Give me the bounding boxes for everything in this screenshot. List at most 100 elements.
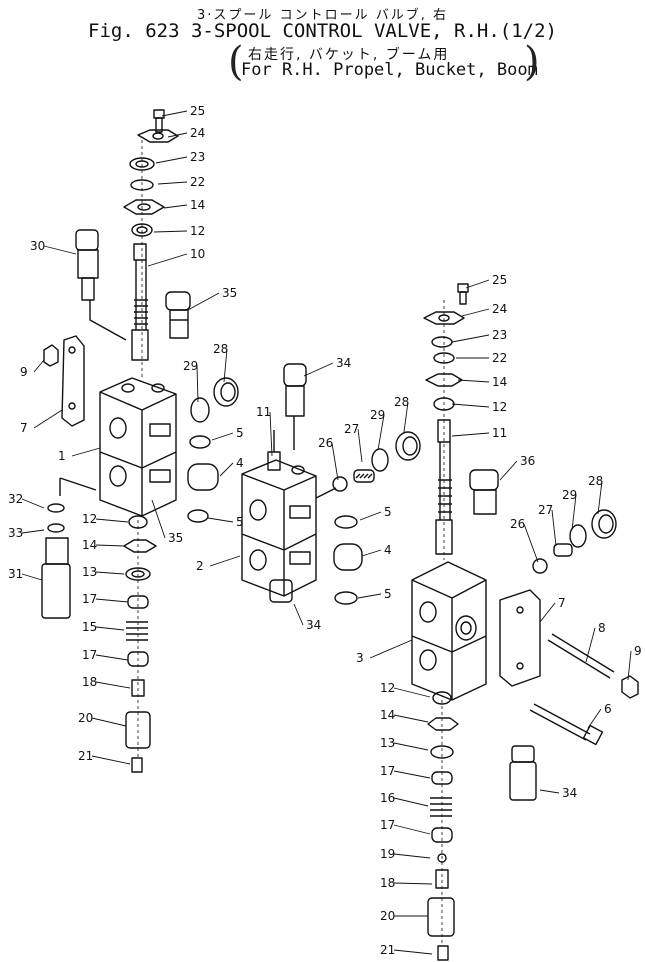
valve-body-2 xyxy=(241,459,317,597)
leader-line xyxy=(499,460,518,481)
part-callout-18: 18 xyxy=(82,675,97,689)
leader-line xyxy=(377,414,385,451)
part-callout-12: 12 xyxy=(380,681,395,695)
part-callout-7: 7 xyxy=(20,421,28,435)
part-callout-26: 26 xyxy=(510,517,525,531)
subtitle-english: For R.H. Propel, Bucket, Boom xyxy=(241,60,538,80)
part-callout-9: 9 xyxy=(20,365,28,379)
part-callout-5: 5 xyxy=(384,587,392,601)
part-callout-21: 21 xyxy=(78,749,93,763)
part-callout-9: 9 xyxy=(634,644,642,658)
leader-line xyxy=(393,714,429,723)
part-callout-36: 36 xyxy=(520,454,535,468)
leader-line xyxy=(95,598,129,603)
part-callout-17: 17 xyxy=(82,648,97,662)
part-callout-16: 16 xyxy=(380,791,395,805)
ball-26-mid xyxy=(332,476,348,492)
part-callout-13: 13 xyxy=(380,736,395,750)
part-callout-18: 18 xyxy=(380,876,395,890)
part-callout-13: 13 xyxy=(82,565,97,579)
leader-line xyxy=(293,603,304,626)
leader-line xyxy=(219,462,234,477)
leader-line xyxy=(393,882,433,885)
leader-line xyxy=(21,529,45,534)
leader-line xyxy=(393,824,431,835)
oring-5-mid-a xyxy=(334,515,358,529)
leader-line xyxy=(403,401,409,433)
part-callout-34: 34 xyxy=(306,618,321,632)
part-callout-22: 22 xyxy=(190,175,205,189)
part-callout-19: 19 xyxy=(380,847,395,861)
oring-33 xyxy=(47,523,65,533)
subtitle-japanese: 右走行, バケット, ブーム用 xyxy=(248,47,450,63)
part-callout-35: 35 xyxy=(222,286,237,300)
leader-line xyxy=(91,755,131,765)
plug-28-right xyxy=(591,509,617,539)
leader-line xyxy=(91,717,127,727)
part-callout-11: 11 xyxy=(256,405,271,419)
bracket-7-left xyxy=(61,335,85,427)
leader-line xyxy=(359,511,382,521)
leader-line xyxy=(95,681,131,689)
leader-line xyxy=(196,365,199,403)
bolt-25-right xyxy=(457,283,469,305)
leader-line xyxy=(393,853,431,859)
bracket-close: ) xyxy=(524,39,540,85)
leader-line xyxy=(597,480,603,515)
flange-24-left xyxy=(137,129,179,143)
leader-line xyxy=(627,650,632,681)
leader-line xyxy=(539,602,556,623)
part-callout-14: 14 xyxy=(82,538,97,552)
part-callout-29: 29 xyxy=(370,408,385,422)
part-callout-17: 17 xyxy=(82,592,97,606)
gasket-4-left xyxy=(187,463,219,491)
part-callout-31: 31 xyxy=(8,567,23,581)
part-callout-4: 4 xyxy=(236,456,244,470)
leader-line xyxy=(369,639,413,659)
part-callout-14: 14 xyxy=(492,375,507,389)
spool-11-mid xyxy=(267,430,281,471)
stud-8 xyxy=(547,633,615,679)
part-callout-21: 21 xyxy=(380,943,395,957)
part-callout-8: 8 xyxy=(598,621,606,635)
title-japanese: 3·スプール コントロール バルブ, 右 xyxy=(197,8,448,23)
leader-line xyxy=(451,334,490,343)
leader-line xyxy=(393,770,431,779)
leader-line xyxy=(523,523,539,563)
leader-line xyxy=(157,181,188,185)
cap-20-right xyxy=(427,897,455,937)
part-callout-17: 17 xyxy=(380,764,395,778)
valve-body-3 xyxy=(411,561,487,701)
leader-line xyxy=(551,509,557,547)
plug-28-mid xyxy=(395,431,421,461)
oring-29-left xyxy=(190,397,210,423)
relief-valve-34-mid-bottom xyxy=(269,579,293,603)
oring-5-left-b xyxy=(187,509,209,523)
plate-14-right-b xyxy=(427,717,459,731)
oring-29-right xyxy=(569,524,587,548)
leader-line xyxy=(211,432,234,441)
leader-line xyxy=(95,626,125,631)
leader-line xyxy=(153,230,188,233)
spring-27-mid xyxy=(353,469,375,483)
part-callout-23: 23 xyxy=(190,150,205,164)
oring-5-left-a xyxy=(189,435,211,449)
leader-line xyxy=(95,654,129,661)
leader-line xyxy=(393,742,429,751)
leader-line xyxy=(457,379,490,383)
leader-line xyxy=(393,949,433,955)
relief-valve-34-top xyxy=(283,363,307,417)
oring-32 xyxy=(47,503,65,513)
part-callout-29: 29 xyxy=(562,488,577,502)
leader-line xyxy=(151,499,166,539)
leader-line xyxy=(331,442,339,481)
part-callout-22: 22 xyxy=(492,351,507,365)
part-callout-14: 14 xyxy=(190,198,205,212)
leader-line xyxy=(21,498,45,509)
relief-valve-30 xyxy=(75,229,99,301)
bolt-21-left xyxy=(131,757,143,773)
leader-line xyxy=(357,593,382,599)
leader-line xyxy=(187,292,220,311)
relief-valve-35-top xyxy=(165,291,191,339)
